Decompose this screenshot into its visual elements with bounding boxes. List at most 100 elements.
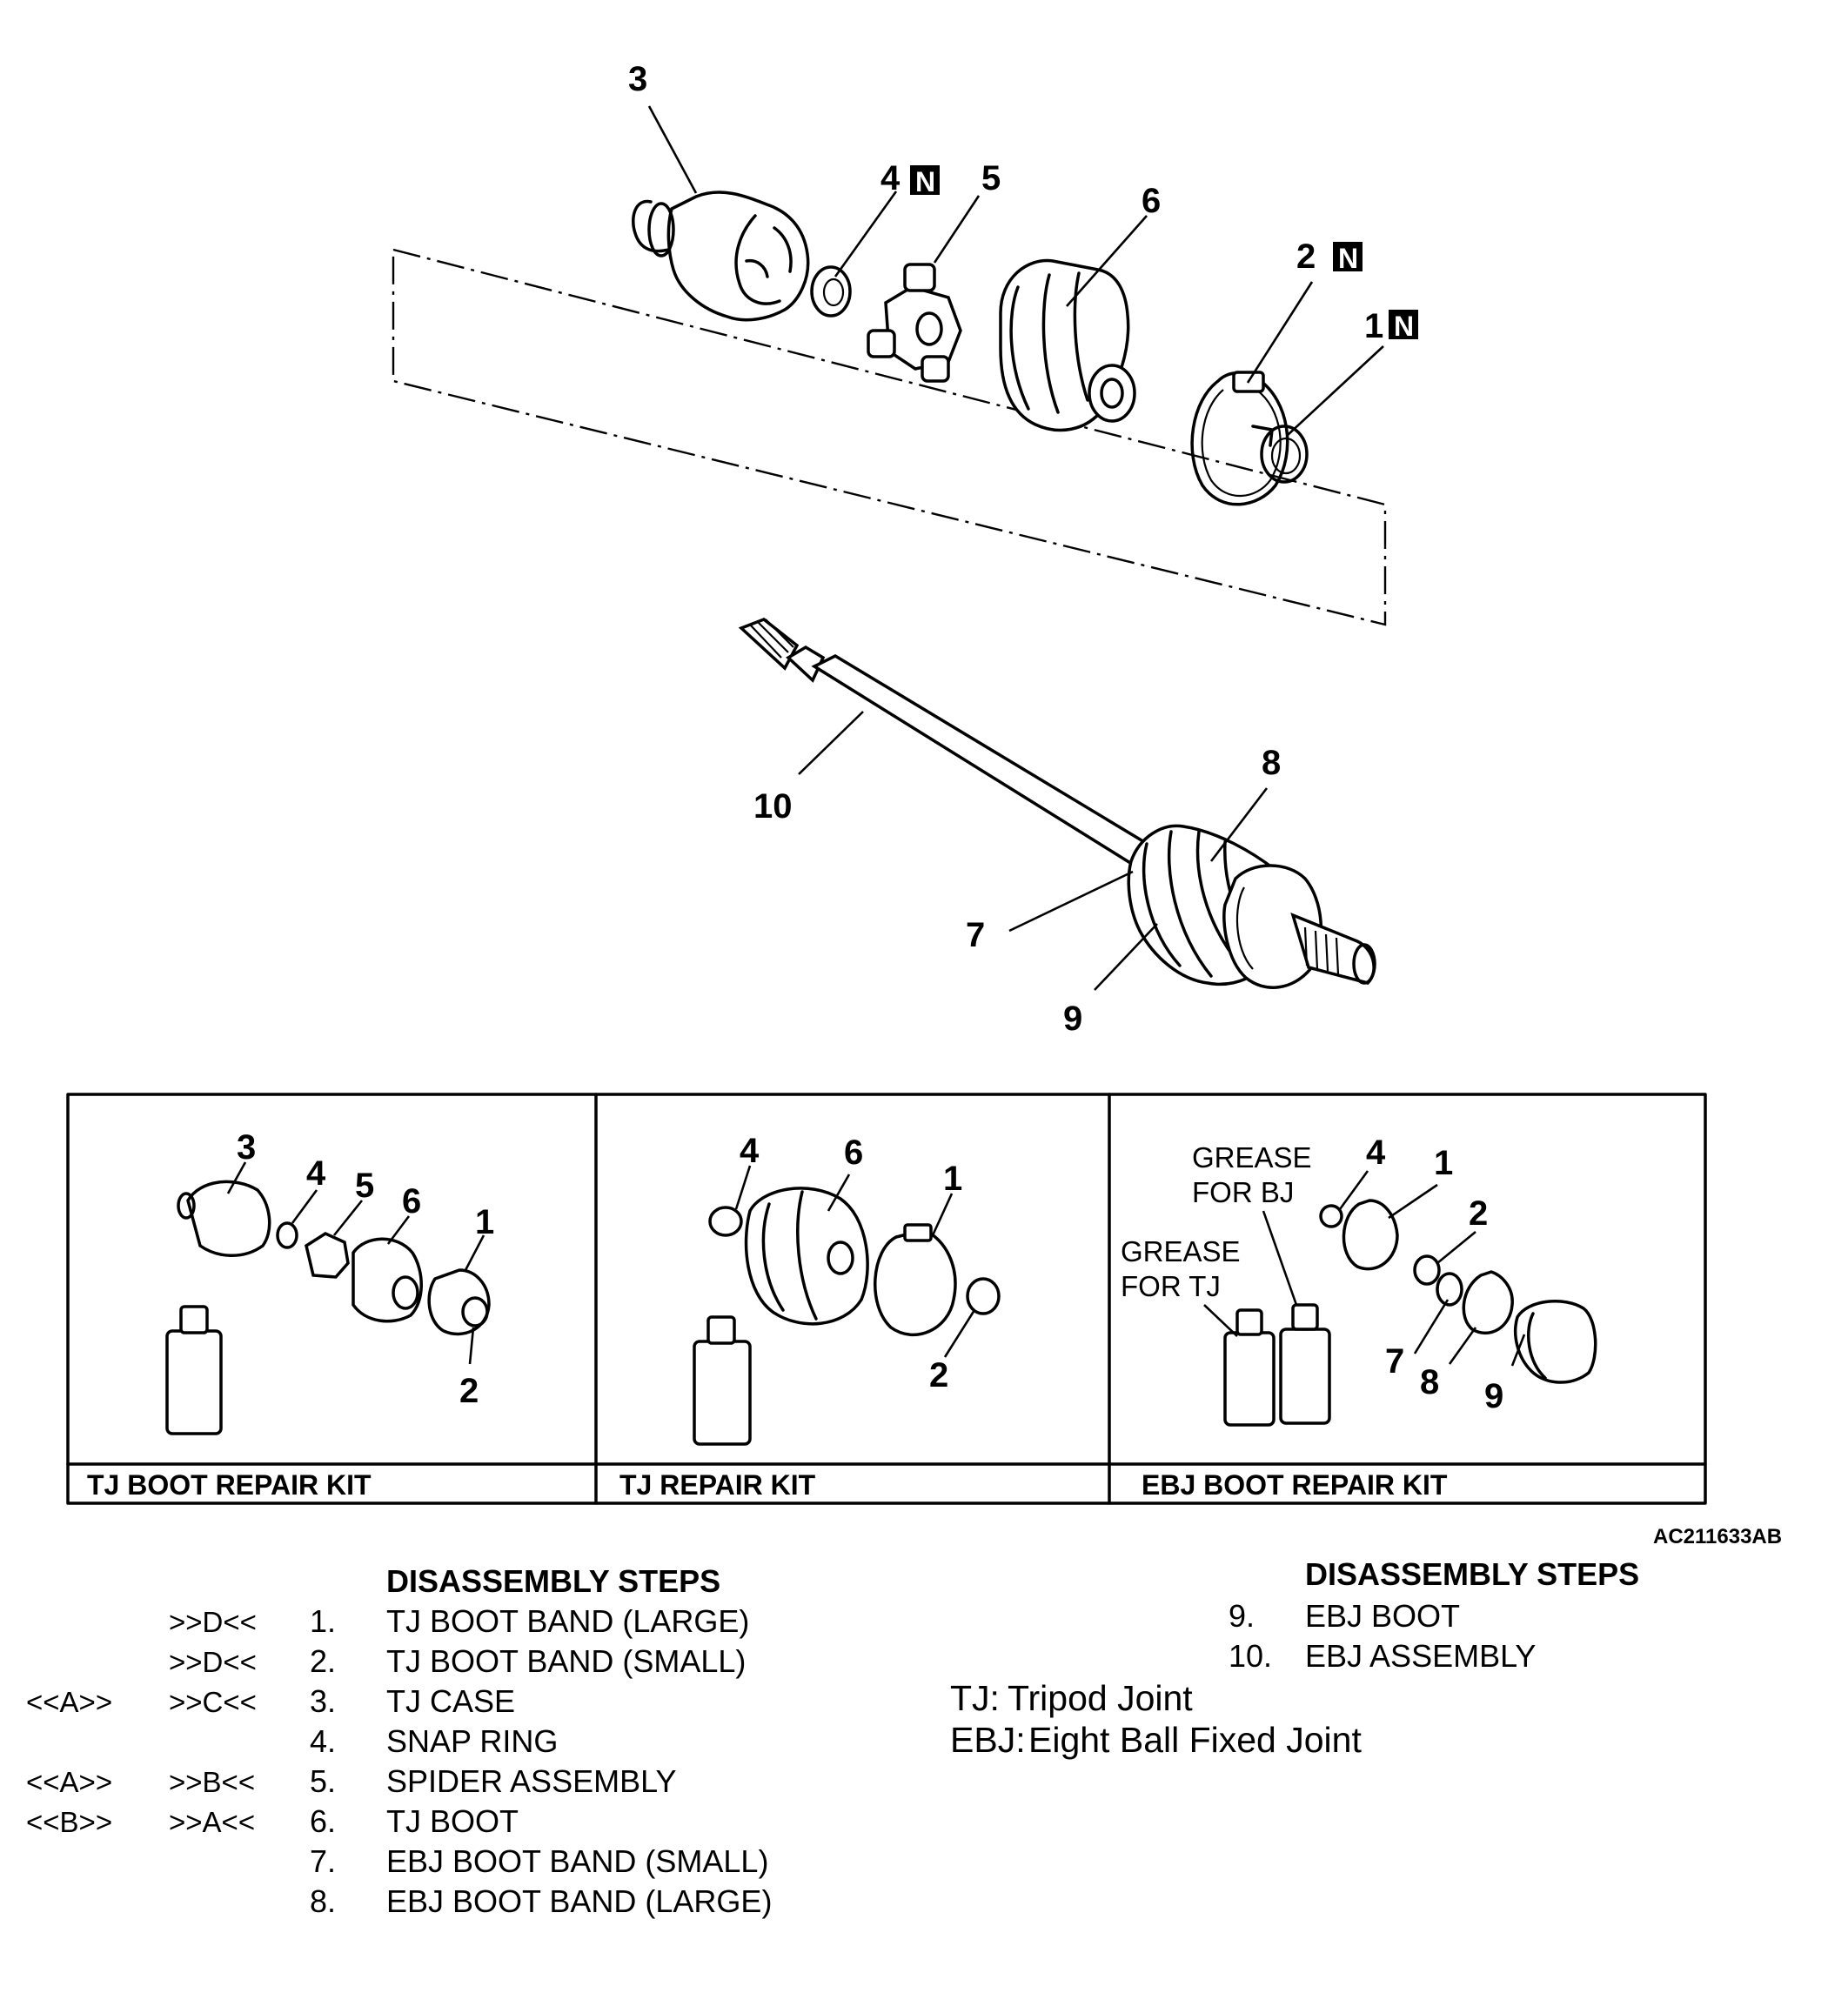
svg-text:1.: 1. [310, 1603, 336, 1639]
svg-text:Tripod Joint: Tripod Joint [1008, 1678, 1193, 1718]
step-row: >>D<< 1. TJ BOOT BAND (LARGE) [169, 1603, 749, 1639]
steps-heading-left: DISASSEMBLY STEPS [386, 1563, 720, 1599]
callout-3: 3 [628, 60, 647, 98]
snap-ring-drawing [810, 265, 852, 318]
svg-text:>>C<<: >>C<< [169, 1686, 257, 1718]
kit-title-ebj-boot-repair: EBJ BOOT REPAIR KIT [1142, 1469, 1448, 1501]
tj-boot-drawing [999, 258, 1136, 432]
new-part-badge: N [1389, 310, 1418, 342]
svg-text:N: N [1394, 311, 1414, 342]
svg-text:6: 6 [402, 1182, 421, 1221]
svg-text:EBJ ASSEMBLY: EBJ ASSEMBLY [1305, 1638, 1536, 1674]
svg-text:>>D<<: >>D<< [169, 1606, 257, 1638]
svg-text:<<A>>: <<A>> [26, 1766, 112, 1798]
callout-2: 2 [1296, 237, 1316, 276]
svg-text:6: 6 [844, 1134, 863, 1172]
svg-text:FOR BJ: FOR BJ [1192, 1176, 1294, 1208]
svg-text:EBJ BOOT BAND (SMALL): EBJ BOOT BAND (SMALL) [386, 1843, 768, 1879]
svg-text:TJ:: TJ: [950, 1678, 1000, 1718]
svg-text:TJ BOOT BAND (LARGE): TJ BOOT BAND (LARGE) [386, 1603, 749, 1639]
svg-text:>>B<<: >>B<< [169, 1766, 255, 1798]
legend-row: EBJ: Eight Ball Fixed Joint [950, 1720, 1362, 1760]
svg-text:TJ BOOT: TJ BOOT [386, 1803, 519, 1839]
tj-boot-band-small-drawing [1251, 425, 1309, 484]
svg-text:8.: 8. [310, 1883, 336, 1919]
svg-text:1: 1 [943, 1160, 962, 1198]
step-row: 7. EBJ BOOT BAND (SMALL) [310, 1843, 768, 1879]
tj-case-drawing [632, 191, 810, 322]
svg-text:EBJ BOOT BAND (LARGE): EBJ BOOT BAND (LARGE) [386, 1883, 772, 1919]
step-row: 8. EBJ BOOT BAND (LARGE) [310, 1883, 772, 1919]
svg-text:<<A>>: <<A>> [26, 1686, 112, 1718]
svg-text:TJ CASE: TJ CASE [386, 1683, 515, 1719]
svg-text:EBJ:: EBJ: [950, 1720, 1026, 1760]
svg-text:1: 1 [475, 1203, 494, 1241]
svg-text:8: 8 [1420, 1363, 1439, 1401]
svg-text:1: 1 [1434, 1144, 1453, 1182]
new-part-badge: N [1333, 242, 1363, 274]
disassembly-steps-right: DISASSEMBLY STEPS 9. EBJ BOOT 10. EBJ AS… [1229, 1556, 1639, 1674]
callout-4: 4 [880, 159, 901, 197]
spider-assembly-drawing [867, 263, 962, 383]
callout-10: 10 [753, 787, 793, 826]
callout-9: 9 [1063, 1000, 1082, 1038]
figure-id: AC211633AB [1653, 1525, 1782, 1548]
shaft-ebj-assembly-drawing [738, 618, 1376, 989]
svg-text:GREASE: GREASE [1192, 1141, 1312, 1174]
steps-heading-right: DISASSEMBLY STEPS [1305, 1556, 1639, 1592]
svg-text:3.: 3. [310, 1683, 336, 1719]
disassembly-steps-left: DISASSEMBLY STEPS >>D<< 1. TJ BOOT BAND … [26, 1563, 772, 1919]
svg-text:2: 2 [459, 1372, 479, 1410]
svg-text:FOR TJ: FOR TJ [1121, 1270, 1221, 1302]
callout-6: 6 [1142, 182, 1161, 220]
callout-1: 1 [1364, 307, 1383, 345]
kit-table [66, 1093, 1707, 1505]
leader-lines [647, 105, 1384, 991]
svg-text:Eight Ball Fixed Joint: Eight Ball Fixed Joint [1028, 1720, 1362, 1760]
svg-text:SNAP RING: SNAP RING [386, 1723, 558, 1759]
step-row: <<B>> >>A<< 6. TJ BOOT [26, 1803, 519, 1839]
svg-text:7.: 7. [310, 1843, 336, 1879]
abbreviation-legend: TJ: Tripod Joint EBJ: Eight Ball Fixed J… [950, 1678, 1362, 1760]
step-row: 10. EBJ ASSEMBLY [1229, 1638, 1536, 1674]
svg-text:>>A<<: >>A<< [169, 1806, 255, 1838]
kit-tj-repair: 4 6 1 2 TJ REPAIR KIT [619, 1132, 1001, 1501]
svg-text:3: 3 [237, 1128, 256, 1167]
svg-text:2: 2 [1469, 1194, 1488, 1233]
step-row: <<A>> >>C<< 3. TJ CASE [26, 1683, 515, 1719]
callout-8: 8 [1262, 744, 1281, 782]
svg-text:4: 4 [740, 1132, 760, 1170]
svg-text:2: 2 [929, 1356, 948, 1394]
svg-text:6.: 6. [310, 1803, 336, 1839]
svg-text:10.: 10. [1229, 1638, 1272, 1674]
legend-row: TJ: Tripod Joint [950, 1678, 1193, 1718]
svg-text:5: 5 [355, 1167, 374, 1205]
svg-text:<<B>>: <<B>> [26, 1806, 112, 1838]
svg-text:4: 4 [1366, 1134, 1386, 1172]
callout-7: 7 [966, 916, 985, 954]
svg-text:2.: 2. [310, 1643, 336, 1679]
svg-text:N: N [1338, 243, 1358, 274]
callout-5: 5 [981, 159, 1001, 197]
tj-boot-band-large-drawing [1190, 371, 1289, 506]
kit-tj-boot-repair: 3 4 5 6 1 2 TJ BOOT REPAIR KIT [87, 1128, 494, 1501]
kit-title-tj-repair: TJ REPAIR KIT [619, 1469, 816, 1501]
svg-text:TJ BOOT BAND (SMALL): TJ BOOT BAND (SMALL) [386, 1643, 746, 1679]
kit-title-tj-boot-repair: TJ BOOT REPAIR KIT [87, 1469, 372, 1501]
svg-text:9: 9 [1484, 1377, 1503, 1415]
callouts: 3 4 N 5 6 2 N 1 N 10 8 7 9 [628, 60, 1418, 1038]
step-row: <<A>> >>B<< 5. SPIDER ASSEMBLY [26, 1763, 676, 1799]
svg-text:9.: 9. [1229, 1598, 1255, 1634]
svg-text:4: 4 [306, 1154, 326, 1193]
svg-text:EBJ BOOT: EBJ BOOT [1305, 1598, 1460, 1634]
svg-text:N: N [915, 166, 935, 197]
step-row: 4. SNAP RING [310, 1723, 558, 1759]
svg-text:7: 7 [1385, 1342, 1404, 1381]
step-row: 9. EBJ BOOT [1229, 1598, 1460, 1634]
svg-text:4.: 4. [310, 1723, 336, 1759]
svg-text:>>D<<: >>D<< [169, 1646, 257, 1678]
new-part-badge: N [910, 165, 940, 197]
step-row: >>D<< 2. TJ BOOT BAND (SMALL) [169, 1643, 746, 1679]
svg-text:GREASE: GREASE [1121, 1235, 1241, 1267]
